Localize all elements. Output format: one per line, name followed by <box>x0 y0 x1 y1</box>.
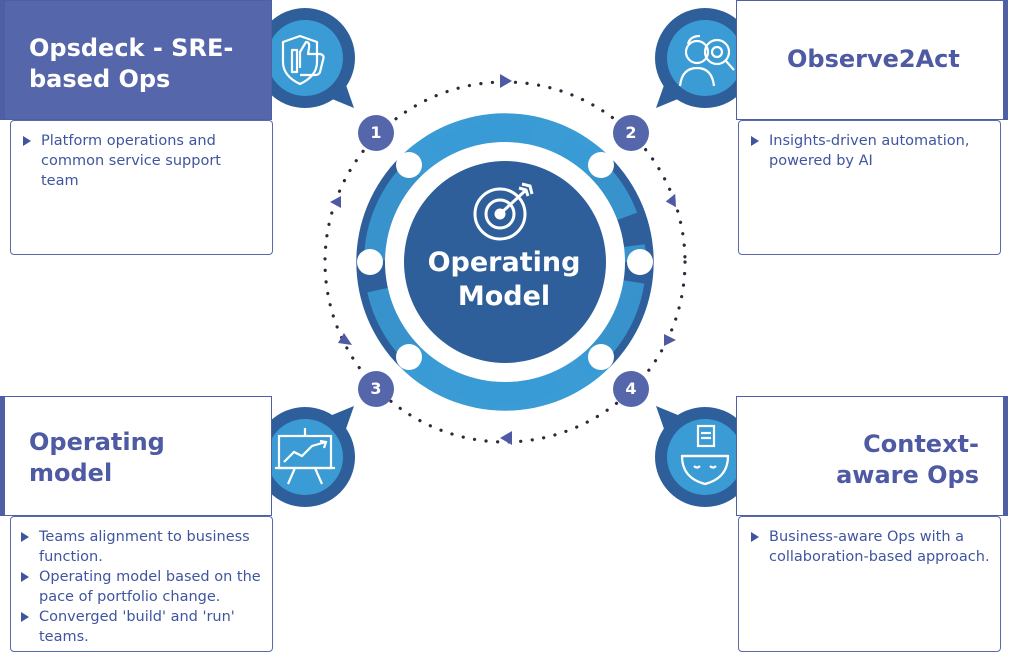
step-4-bullets: Business-aware Ops with a collaboration-… <box>745 527 993 567</box>
bullet-item: Business-aware Ops with a collaboration-… <box>745 527 993 567</box>
cycle-arrow-left-upper <box>330 196 341 208</box>
step-1-title-box: Opsdeck - SRE- based Ops <box>0 0 272 120</box>
step-3-bullets: Teams alignment to business function. Op… <box>15 527 269 647</box>
step-3-number: 3 <box>370 379 382 398</box>
step-2-badge <box>613 115 649 151</box>
step-4-number: 4 <box>625 379 637 398</box>
step-2-description: Insights-driven automation, powered by A… <box>738 120 1001 255</box>
step-3-badge <box>358 371 394 407</box>
cycle-arrow-top <box>500 74 512 88</box>
bullet-item: Teams alignment to business function. <box>15 527 269 567</box>
step-2-title: Observe2Act <box>787 45 960 73</box>
presentation-chart-icon <box>275 428 335 485</box>
cycle-arrow-left-lower <box>338 333 352 345</box>
step-3-bubble <box>255 406 355 507</box>
step-2-bullets: Insights-driven automation, powered by A… <box>745 131 993 171</box>
step-1-bubble <box>255 8 355 108</box>
person-magnifier-icon <box>678 34 735 87</box>
step-4-title-box: Context- aware Ops <box>736 396 1008 516</box>
thumbs-up-shield-icon <box>281 34 325 86</box>
cycle-arrow-right-lower <box>664 334 676 346</box>
step-4-title: Context- aware Ops <box>836 430 979 489</box>
step-1-number: 1 <box>370 123 382 142</box>
bullet-item: Operating model based on the pace of por… <box>15 567 269 607</box>
step-1-description: Platform operations and common service s… <box>10 120 273 255</box>
step-3-title: Operating model <box>29 428 165 487</box>
step-2-title-box: Observe2Act <box>736 0 1008 120</box>
step-1-title: Opsdeck - SRE- based Ops <box>29 34 234 93</box>
step-4-description: Business-aware Ops with a collaboration-… <box>738 516 1001 652</box>
step-2-number: 2 <box>625 123 637 142</box>
bullet-item: Insights-driven automation, powered by A… <box>745 131 993 171</box>
head-document-icon <box>680 424 730 486</box>
cycle-arrow-bottom <box>500 431 512 445</box>
cycle-arrow-right-upper <box>665 193 676 208</box>
target-arrow-icon <box>473 182 534 241</box>
step-3-title-box: Operating model <box>0 396 272 516</box>
center-disc <box>404 161 606 363</box>
center-label: Operating Model <box>427 247 581 312</box>
bullet-item: Platform operations and common service s… <box>17 131 257 191</box>
step-1-bullets: Platform operations and common service s… <box>17 131 257 191</box>
step-1-badge <box>358 115 394 151</box>
step-4-badge <box>613 371 649 407</box>
bullet-item: Converged 'build' and 'run' teams. <box>15 607 269 647</box>
step-3-description: Teams alignment to business function. Op… <box>10 516 273 652</box>
